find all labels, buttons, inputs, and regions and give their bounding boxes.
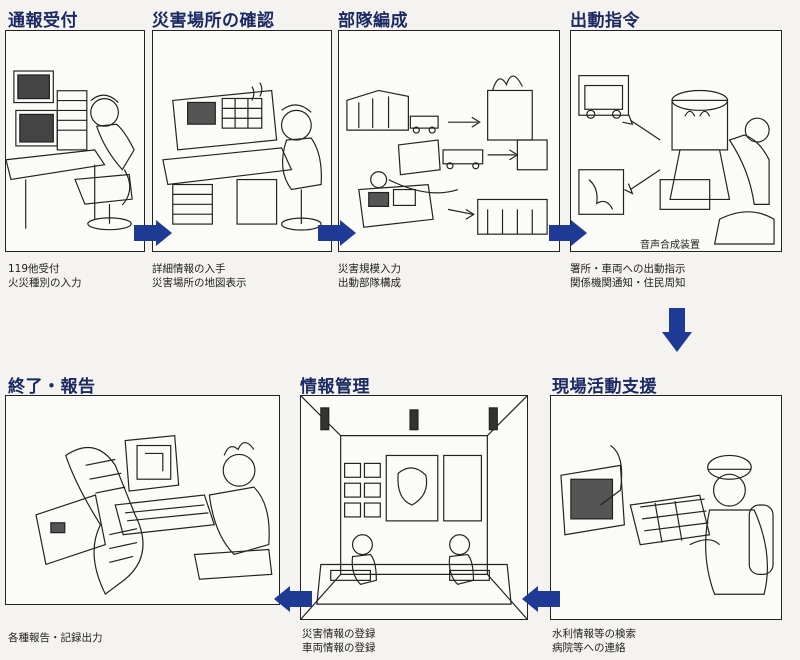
- flow-arrow-4: [522, 586, 560, 612]
- call-operator-illustration: [6, 70, 135, 231]
- step-3-line-1: 災害規模入力: [338, 263, 401, 275]
- step-1-description: 119他受付 火災種別の入力: [8, 262, 82, 290]
- step-2-description: 詳細情報の入手 災害場所の地図表示: [152, 262, 247, 290]
- step-4-description: 署所・車両への出動指示 関係機関通知・住民周知: [570, 262, 686, 290]
- flow-arrow-down: [662, 308, 692, 352]
- flow-arrow-3: [549, 220, 587, 246]
- step-5-line-1: 水利情報等の検索: [552, 628, 636, 640]
- step-7-description: 各種報告・記録出力: [8, 631, 103, 645]
- step-2-line-2: 災害場所の地図表示: [152, 277, 247, 289]
- step-3-title: 部隊編成: [338, 11, 408, 31]
- step-5-line-2: 病院等への連絡: [552, 642, 626, 654]
- dispatch-order-illustration: [578, 75, 775, 245]
- step-6-description: 災害情報の登録 車両情報の登録: [302, 627, 376, 655]
- flow-arrow-5: [274, 586, 312, 612]
- step-7-title: 終了・報告: [8, 377, 96, 397]
- flow-arrow-2: [318, 220, 356, 246]
- step-5-description: 水利情報等の検索 病院等への連絡: [552, 627, 636, 655]
- step-5-title: 現場活動支援: [552, 377, 657, 397]
- map-confirmation-illustration: [162, 82, 322, 231]
- step-3-illustration: [338, 30, 560, 252]
- flow-arrow-1: [134, 220, 172, 246]
- unit-formation-illustration: [346, 75, 548, 235]
- report-output-illustration: [35, 434, 273, 595]
- step-1-title: 通報受付: [8, 11, 78, 31]
- step-7-line-1: 各種報告・記録出力: [8, 632, 103, 644]
- step-3-description: 災害規模入力 出動部隊構成: [338, 262, 401, 290]
- step-3-line-2: 出動部隊構成: [338, 277, 401, 289]
- step-2-title: 災害場所の確認: [152, 11, 275, 31]
- step-1-illustration: [5, 30, 145, 252]
- step-6-illustration: [300, 395, 528, 620]
- step-1-line-1: 119他受付: [8, 263, 60, 275]
- step-6-line-1: 災害情報の登録: [302, 628, 376, 640]
- step-1-line-2: 火災種別の入力: [8, 277, 82, 289]
- step-4-illustration: [570, 30, 782, 252]
- step-4-line-2: 関係機関通知・住民周知: [570, 277, 686, 289]
- step-4-title: 出動指令: [570, 11, 640, 31]
- step-5-illustration: [550, 395, 782, 620]
- step-6-line-2: 車両情報の登録: [302, 642, 376, 654]
- step-6-title: 情報管理: [300, 377, 370, 397]
- voice-synthesis-caption: 音声合成装置: [640, 240, 700, 251]
- step-4-line-1: 署所・車両への出動指示: [570, 263, 686, 275]
- information-management-illustration: [301, 396, 527, 619]
- step-7-illustration: [5, 395, 280, 605]
- step-2-line-1: 詳細情報の入手: [152, 263, 226, 275]
- step-2-illustration: [152, 30, 332, 252]
- on-site-support-illustration: [560, 445, 774, 595]
